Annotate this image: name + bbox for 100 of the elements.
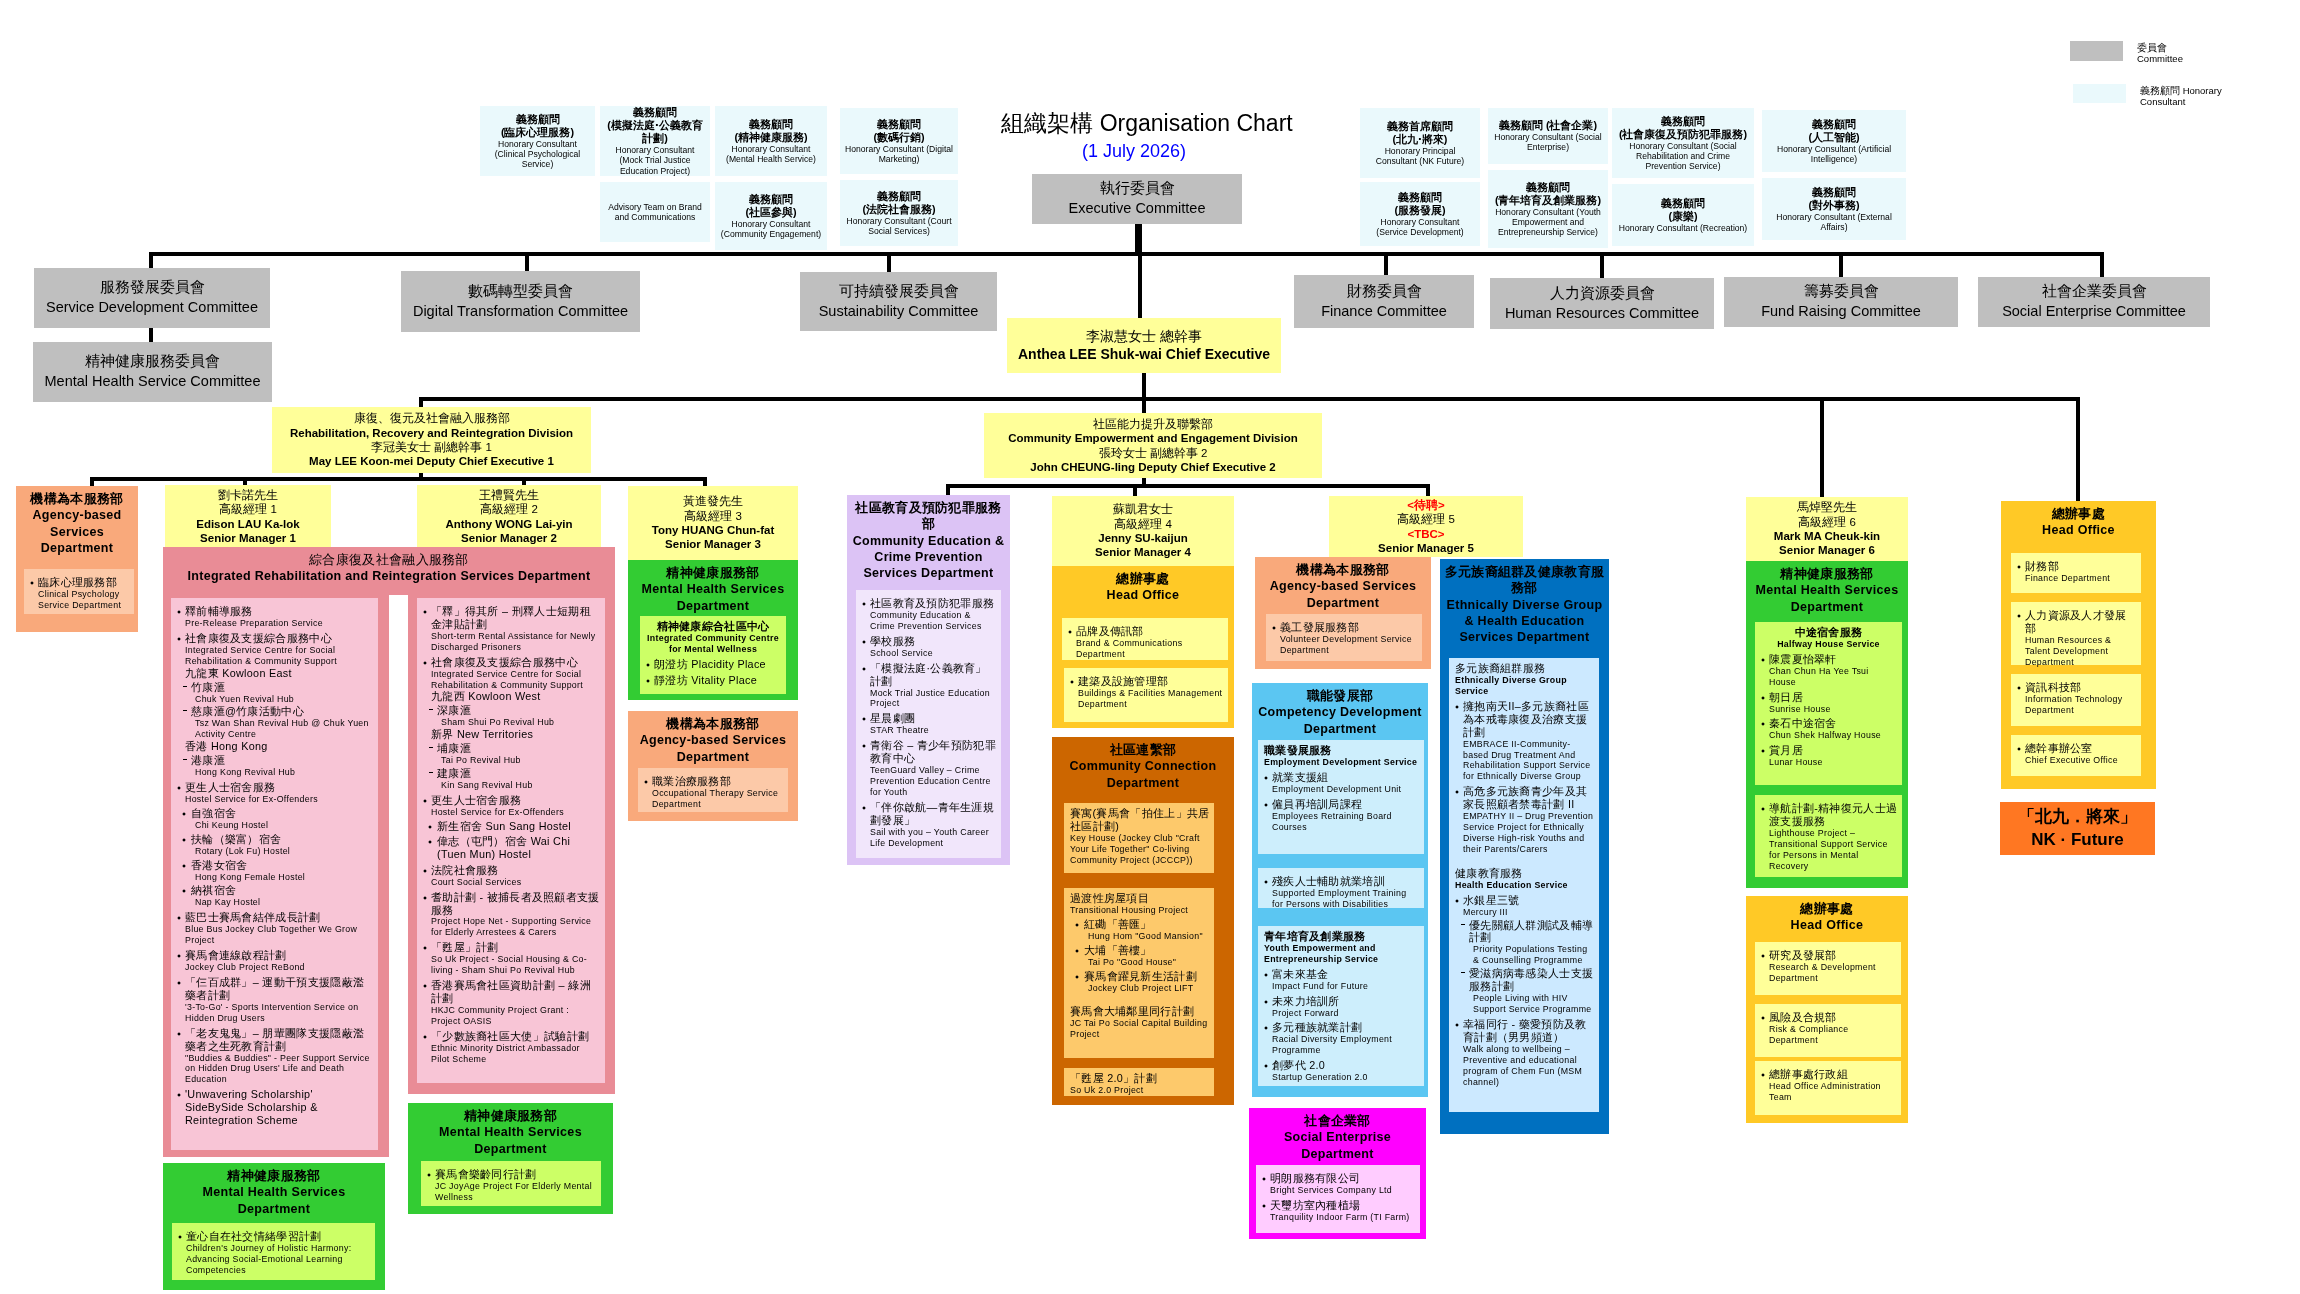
list-item: 「伴你啟航—青年生涯規劃發展」 xyxy=(860,800,997,827)
consultant-label: 義務首席顧問 xyxy=(1386,119,1454,133)
manager-label: John CHEUNG-ling Deputy Chief Executive 2 xyxy=(1029,459,1277,475)
section-heading: Halfway House Service xyxy=(1776,638,1881,650)
service-panel xyxy=(1064,1068,1214,1096)
item-text: STAR Theatre xyxy=(869,725,930,737)
item-text: Kin Sang Revival Hub xyxy=(440,780,534,791)
service-panel xyxy=(417,598,605,1083)
committee-label: Finance Committee xyxy=(1320,301,1448,321)
manager-label: May LEE Koon-mei Deputy Chief Executive 1 xyxy=(308,454,555,469)
item-text: Project Forward xyxy=(1271,1007,1340,1019)
consultant-label: Honorary Consultant (External Affairs) xyxy=(1775,211,1893,233)
service-panel xyxy=(1755,795,1902,877)
department-title: 精神健康服務部 xyxy=(462,1108,559,1125)
consultant-label: Honorary Consultant (Recreation) xyxy=(1617,222,1749,233)
department-title: 機構為本服務部 xyxy=(28,491,125,508)
section-heading: Health Education Service xyxy=(1454,879,1569,891)
item-text: Sunrise House xyxy=(1768,703,1832,715)
manager-label: 馬焯堅先生 xyxy=(1796,500,1858,515)
department-title: Integrated Rehabilitation and Reintegration Services Department xyxy=(186,568,592,585)
item-text: Chan Chun Ha Yee Tsui House xyxy=(1768,665,1870,688)
committee-label: Social Enterprise Committee xyxy=(2001,302,2187,321)
section-heading: Ethnically Diverse Group Service xyxy=(1454,674,1568,697)
consultant-label: (青年培育及創業服務) xyxy=(1493,193,1603,207)
manager-box xyxy=(984,413,1322,478)
consultant-label: Honorary Consultant (Court Social Services) xyxy=(845,215,953,237)
item-text: EMPATHY II – Drug Prevention Service Project for Ethnically Diverse High-risk Youths and their Parents/Carers xyxy=(1462,811,1595,855)
item-text: School Service xyxy=(869,647,934,659)
committee-label: Mental Health Service Committee xyxy=(43,372,262,391)
undefined: 香港 Hong Kong xyxy=(184,740,269,754)
manager-label: Senior Manager 6 xyxy=(1778,543,1876,558)
item-text: "Buddies & Buddies" - Peer Support Service on Hidden Drug Users' Life and Death Education xyxy=(184,1052,371,1086)
department-title: 社區連繫部 xyxy=(1108,742,1178,759)
item-text: So Uk 2.0 Project xyxy=(1069,1084,1145,1096)
committee-label: Human Resources Committee xyxy=(1503,303,1701,323)
manager-label: 高級經理 6 xyxy=(1797,514,1857,529)
committee-label: Digital Transformation Committee xyxy=(411,301,630,321)
department-box xyxy=(163,547,615,1157)
item-text: Risk & Compliance Department xyxy=(1768,1023,1850,1046)
item-text: Blue Bus Jockey Club Together We Grow Project xyxy=(184,924,359,947)
service-panel xyxy=(1755,1061,1901,1115)
list-item: 耆助計劃 - 被捕長者及照顧者支援服務 xyxy=(421,890,601,917)
committee-label: Fund Raising Committee xyxy=(1760,302,1922,321)
consultant-label: (康樂) xyxy=(1667,209,1699,223)
committee-box xyxy=(33,342,272,402)
consultant-label: 義務顧問 xyxy=(1811,117,1857,131)
manager-box xyxy=(272,407,591,473)
project-title: NK · Future xyxy=(2030,828,2125,851)
consultant-label: Honorary Consultant (Service Development) xyxy=(1375,216,1465,238)
item-text: Walk along to wellbeing – Preventive and educational program of Chem Fun (MSM channel) xyxy=(1462,1043,1584,1088)
item-text: Tai Po Revival Hub xyxy=(440,755,522,767)
consultant-label: Honorary Principal Consultant (NK Future) xyxy=(1374,145,1466,167)
consultant-label: (北九‧將來) xyxy=(1391,132,1449,146)
consultant-label: (對外事務) xyxy=(1807,198,1861,212)
item-text: Integrated Service Centre for Social Rehabilitation & Community Support xyxy=(430,668,584,691)
consultant-label: 義務顧問 xyxy=(749,117,794,131)
committee-box xyxy=(1032,174,1242,224)
item-text: Court Social Services xyxy=(430,876,523,888)
service-panel xyxy=(172,1223,375,1280)
manager-label: 高級經理 3 xyxy=(683,508,743,523)
item-text: Research & Development Department xyxy=(1768,961,1877,984)
manager-label: 蘇凱君女士 xyxy=(1112,502,1174,517)
item-text: Impact Fund for Future xyxy=(1271,980,1370,992)
committee-label: 精神健康服務委員會 xyxy=(84,352,221,372)
manager-label: <待聘> xyxy=(1406,497,1446,513)
committee-box xyxy=(1294,275,1474,328)
manager-label: 康復、復元及社會融入服務部 xyxy=(352,411,511,426)
committee-label: 籌募委員會 xyxy=(1802,282,1880,302)
undefined: 新界 New Territories xyxy=(430,728,535,742)
department-box xyxy=(628,711,798,821)
consultant-label: Honorary Consultant (Digital Marketing) xyxy=(844,143,954,165)
list-item: 導航計劃-精神復元人士過渡支援服務 xyxy=(1759,802,1898,828)
service-panel xyxy=(2011,735,2141,776)
consultant-label: 義務顧問 xyxy=(1525,180,1571,194)
manager-label: Mark MA Cheuk-kin xyxy=(1772,529,1882,544)
undefined: 健康教育服務 xyxy=(1454,866,1524,880)
item-text: Pre-Release Preparation Service xyxy=(184,617,324,629)
department-title: Mental Health Services Department xyxy=(1754,582,1900,615)
consultant-label: (法院社會服務) xyxy=(861,202,937,216)
manager-label: 高級經理 2 xyxy=(479,502,539,517)
department-title: 職能發展部 xyxy=(1305,688,1375,705)
item-text: Hung Hom "Good Mansion" xyxy=(1087,930,1204,942)
item-text: Clinical Psychology Service Department xyxy=(37,588,123,611)
service-panel xyxy=(2011,602,2141,665)
department-title: Agency-based Services Department xyxy=(638,732,788,765)
service-panel xyxy=(1064,803,1214,873)
department-box xyxy=(1052,737,1234,1105)
consultant-label: 義務顧問 xyxy=(749,192,793,206)
item-text: Finance Department xyxy=(2024,572,2112,584)
department-box xyxy=(2001,501,2156,789)
manager-box xyxy=(1052,496,1234,566)
item-text: Employment Development Unit xyxy=(1271,783,1403,795)
service-panel xyxy=(2011,674,2141,726)
service-panel xyxy=(421,1161,601,1206)
item-text: Jockey Club Project ReBond xyxy=(184,962,306,973)
department-title: 綜合康復及社會融入服務部 xyxy=(308,552,470,569)
manager-label: Senior Manager 3 xyxy=(664,537,762,552)
item-text: Hostel Service for Ex-Offenders xyxy=(184,793,319,805)
list-item: 青衛谷 – 青少年預防犯罪教育中心 xyxy=(860,739,997,766)
undefined: 職業發展服務 xyxy=(1263,744,1333,757)
